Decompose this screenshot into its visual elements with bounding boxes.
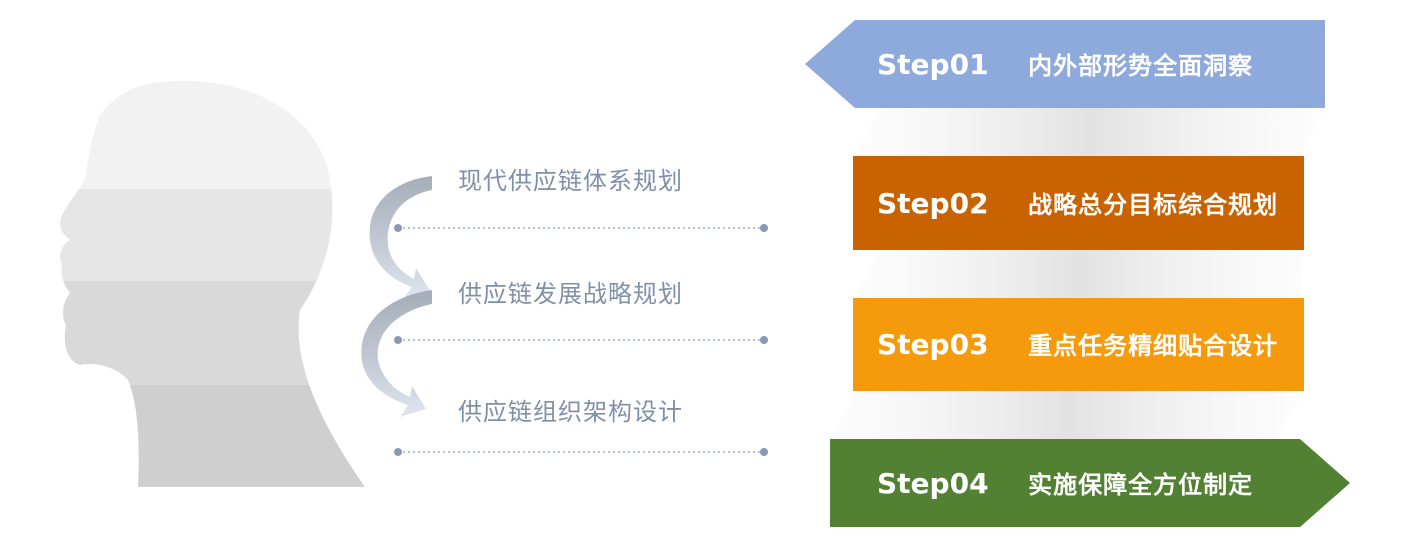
head-band-neck	[60, 385, 365, 487]
head-silhouette	[60, 80, 365, 487]
step-02-number: Step02	[877, 187, 989, 220]
step-02-title: 战略总分目标综合规划	[1028, 191, 1279, 219]
step-04: Step04 实施保障全方位制定	[877, 464, 1253, 508]
step-03-number: Step03	[877, 328, 989, 361]
curved-arrow-2	[361, 290, 432, 417]
step-04-shape	[830, 439, 1350, 527]
plan-item-1-label: 现代供应链体系规划	[458, 167, 683, 195]
step-02: Step02 战略总分目标综合规划	[877, 184, 1278, 228]
step-01-number: Step01	[877, 48, 989, 81]
head-band-lower	[60, 281, 365, 385]
step-01-shape	[805, 20, 1325, 108]
curved-arrow-1	[369, 176, 432, 298]
step-03-title: 重点任务精细贴合设计	[1028, 332, 1279, 360]
step-01: Step01 内外部形势全面洞察	[877, 45, 1253, 89]
dotted-line-3	[394, 448, 768, 456]
step-03-shape	[853, 298, 1304, 391]
plan-item-3-label: 供应链组织架构设计	[458, 398, 683, 426]
connector-band-1	[855, 108, 1325, 156]
step-01-title: 内外部形势全面洞察	[1028, 52, 1254, 80]
step-03: Step03 重点任务精细贴合设计	[877, 325, 1278, 369]
connector-band-3	[830, 391, 1304, 439]
dotted-line-2	[394, 336, 768, 344]
plan-item-2-label: 供应链发展战略规划	[458, 280, 683, 308]
step-04-number: Step04	[877, 467, 989, 500]
step-04-title: 实施保障全方位制定	[1028, 471, 1254, 499]
step-02-shape	[853, 156, 1304, 250]
head-band-upper	[60, 189, 365, 281]
dotted-line-1	[394, 224, 768, 232]
connector-band-2	[855, 250, 1304, 298]
head-band-top	[60, 80, 365, 190]
